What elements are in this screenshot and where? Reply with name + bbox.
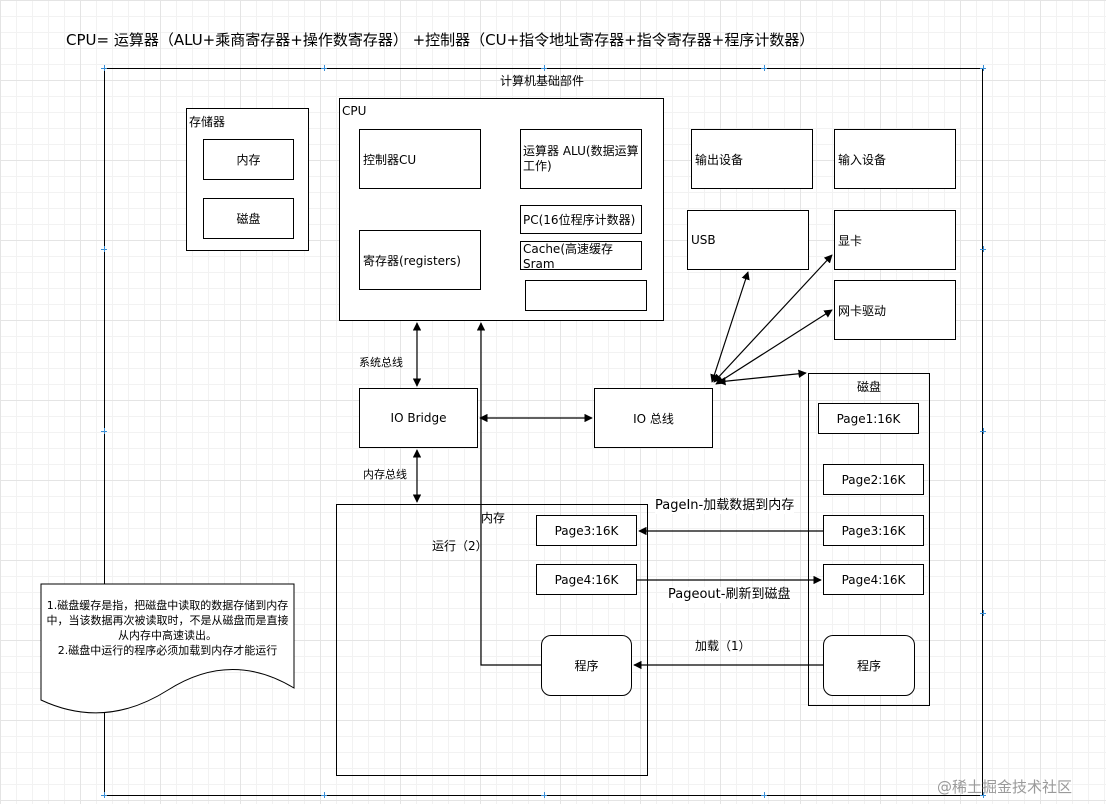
io-bus-box[interactable]: IO 总线 <box>594 388 713 448</box>
resize-handle-bottom-right[interactable] <box>980 792 986 798</box>
cache-box[interactable]: Cache(高速缓存Sram <box>520 241 642 271</box>
io-bus-label: IO 总线 <box>633 411 674 426</box>
usb-label: USB <box>691 233 716 247</box>
resize-handle-left-2[interactable] <box>101 428 107 434</box>
memory-program-label: 程序 <box>574 659 599 673</box>
memory-page4-box[interactable]: Page4:16K <box>536 564 637 595</box>
resize-handle-bottom-3[interactable] <box>761 792 767 798</box>
input-device-box[interactable]: 输入设备 <box>834 129 956 189</box>
output-device-label: 输出设备 <box>695 152 744 167</box>
memory-label: 内存 <box>236 153 261 167</box>
resize-handle-bottom-1[interactable] <box>321 792 327 798</box>
control-unit-label: 控制器CU <box>363 152 417 167</box>
disk-page4-box[interactable]: Page4:16K <box>823 564 924 595</box>
pageout-label: Pageout-刷新到磁盘 <box>668 587 791 603</box>
memory-page3-label: Page3:16K <box>554 523 619 538</box>
resize-handle-top-1[interactable] <box>321 65 327 71</box>
pc-label: PC(16位程序计数器) <box>523 212 636 227</box>
disk-page2-label: Page2:16K <box>841 472 906 487</box>
memory-bus-label: 内存总线 <box>363 468 407 481</box>
memory-page3-box[interactable]: Page3:16K <box>536 515 637 546</box>
disk-area-title: 磁盘 <box>857 380 882 394</box>
resize-handle-top-right[interactable] <box>980 65 986 71</box>
control-unit-box[interactable]: 控制器CU <box>359 129 481 189</box>
pagein-label: PageIn-加载数据到内存 <box>655 498 795 514</box>
disk-page2-box[interactable]: Page2:16K <box>823 464 924 495</box>
load-label: 加载（1） <box>695 639 751 653</box>
note-line-2: 2.磁盘中运行的程序必须加载到内存才能运行 <box>57 644 278 657</box>
resize-handle-bottom-left[interactable] <box>101 792 107 798</box>
cpu-title: CPU <box>342 104 367 118</box>
alu-box[interactable]: 运算器 ALU(数据运算工作) <box>520 129 642 189</box>
cpu-empty-slot[interactable] <box>525 280 647 311</box>
cpu-formula-text: CPU= 运算器（ALU+乘商寄存器+操作数寄存器） +控制器（CU+指令地址寄… <box>66 31 815 49</box>
disk-page1-label: Page1:16K <box>836 411 901 426</box>
frame-title: 计算机基础部件 <box>500 74 585 88</box>
registers-box[interactable]: 寄存器(registers) <box>359 230 481 290</box>
resize-handle-left-1[interactable] <box>101 246 107 252</box>
resize-handle-top-left[interactable] <box>101 65 107 71</box>
disk-page4-label: Page4:16K <box>841 572 906 587</box>
nic-driver-label: 网卡驱动 <box>838 303 887 318</box>
cache-label: Cache(高速缓存Sram <box>523 242 614 271</box>
disk-area[interactable] <box>808 373 930 706</box>
alu-label: 运算器 ALU(数据运算工作) <box>523 144 639 173</box>
memory-page4-label: Page4:16K <box>554 572 619 587</box>
input-device-label: 输入设备 <box>838 152 887 167</box>
output-device-box[interactable]: 输出设备 <box>691 129 813 189</box>
note-text: 1.磁盘缓存是指，把磁盘中读取的数据存储到内存中，当该数据再次被读取时，不是从磁… <box>44 598 291 658</box>
disk-label: 磁盘 <box>236 212 261 226</box>
usb-box[interactable]: USB <box>687 210 809 270</box>
registers-label: 寄存器(registers) <box>363 253 461 268</box>
storage-title: 存储器 <box>189 115 226 129</box>
run-label: 运行（2） <box>432 539 488 553</box>
disk-page3-box[interactable]: Page3:16K <box>823 515 924 546</box>
resize-handle-bottom-2[interactable] <box>541 792 547 798</box>
memory-program-box[interactable]: 程序 <box>541 635 632 696</box>
gpu-box[interactable]: 显卡 <box>834 210 956 270</box>
note-line-1: 1.磁盘缓存是指，把磁盘中读取的数据存储到内存中，当该数据再次被读取时，不是从磁… <box>46 599 289 642</box>
io-bridge-label: IO Bridge <box>390 411 447 425</box>
disk-box[interactable]: 磁盘 <box>203 198 294 239</box>
disk-program-label: 程序 <box>856 659 881 673</box>
resize-handle-right-1[interactable] <box>980 246 986 252</box>
resize-handle-right-3[interactable] <box>980 610 986 616</box>
gpu-label: 显卡 <box>838 233 863 248</box>
nic-driver-box[interactable]: 网卡驱动 <box>834 280 956 340</box>
memory-area-title: 内存 <box>481 511 506 525</box>
disk-page1-box[interactable]: Page1:16K <box>818 403 919 434</box>
disk-program-box[interactable]: 程序 <box>823 635 915 696</box>
watermark: @稀土掘金技术社区 <box>937 778 1073 796</box>
io-bridge-box[interactable]: IO Bridge <box>359 388 478 448</box>
resize-handle-right-2[interactable] <box>980 428 986 434</box>
resize-handle-top-2[interactable] <box>541 65 547 71</box>
disk-page3-label: Page3:16K <box>841 523 906 538</box>
resize-handle-top-3[interactable] <box>761 65 767 71</box>
memory-box[interactable]: 内存 <box>203 139 294 180</box>
system-bus-label: 系统总线 <box>359 356 403 369</box>
pc-box[interactable]: PC(16位程序计数器) <box>520 205 642 234</box>
